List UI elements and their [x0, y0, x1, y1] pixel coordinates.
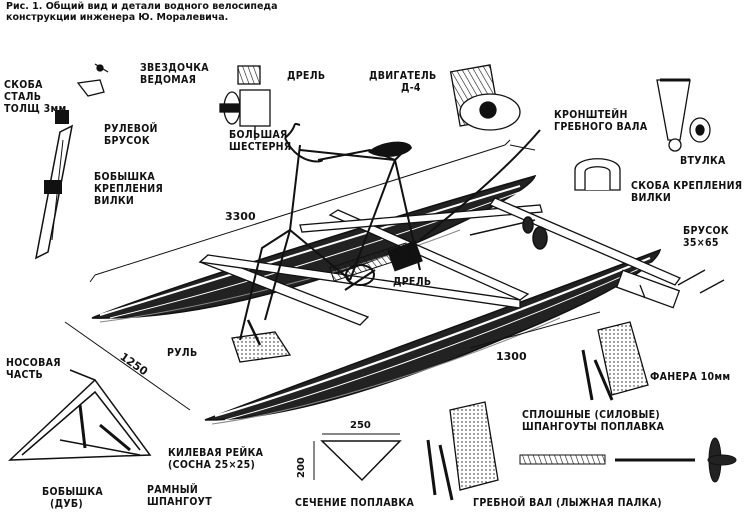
label-driven-sprocket: ЗВЕЗДОЧКА ВЕДОМАЯ	[140, 62, 209, 86]
propeller-shaft-part	[519, 437, 737, 483]
dimension-section-height: 200	[296, 457, 307, 478]
label-oak-boss: БОБЫШКА (ДУБ)	[42, 486, 103, 510]
label-line: БОБЫШКА	[42, 486, 104, 498]
label-line: ДВИГАТЕЛЬ	[369, 70, 437, 82]
dimension-lines	[64, 139, 601, 411]
dimension-section-width: 250	[350, 420, 371, 431]
label-line: СПЛОШНЫЕ (СИЛОВЫЕ)	[522, 409, 661, 421]
label-steering-bar: РУЛЕВОЙ БРУСОК	[104, 123, 158, 147]
label-line: ШПАНГОУТ	[147, 496, 212, 508]
label-line: ТОЛЩ 3мм	[4, 103, 67, 115]
label-line: СКОБА	[4, 79, 43, 91]
label-line: ВИЛКИ	[631, 192, 672, 204]
label-frame-rib: РАМНЫЙ ШПАНГОУТ	[147, 484, 212, 508]
front-pontoon	[204, 248, 662, 425]
rear-propeller	[469, 216, 548, 250]
label-drill-top: ДРЕЛЬ	[287, 70, 326, 82]
label-line: БРУСОК	[104, 135, 150, 147]
label-line: КИЛЕВАЯ РЕЙКА	[168, 447, 264, 459]
label-solid-frames: СПЛОШНЫЕ (СИЛОВЫЕ) ШПАНГОУТЫ ПОПЛАВКА	[522, 409, 664, 433]
steel-bracket-part	[76, 63, 109, 97]
label-line: СТАЛЬ	[4, 91, 42, 103]
bushing-part	[689, 117, 711, 143]
label-line: РАМНЫЙ	[147, 484, 199, 496]
label-line: (СОСНА 25×25)	[168, 459, 256, 471]
label-rudder: РУЛЬ	[167, 347, 198, 359]
solid-frames-part	[426, 401, 499, 501]
shaft-bracket-part	[656, 78, 691, 152]
label-line: ЗВЕЗДОЧКА	[140, 62, 209, 74]
label-line: (ДУБ)	[50, 498, 84, 510]
label-nose-part: НОСОВАЯ ЧАСТЬ	[6, 357, 61, 381]
label-bushing: ВТУЛКА	[680, 155, 726, 167]
label-shaft-bracket: КРОНШТЕЙН ГРЕБНОГО ВАЛА	[554, 109, 647, 133]
label-line: БОБЫШКА	[94, 171, 156, 183]
label-line: БРУСОК	[683, 225, 729, 237]
figure-caption: Рис. 1. Общий вид и детали водного велос…	[6, 1, 278, 23]
label-line: ВЕДОМАЯ	[140, 74, 197, 86]
label-plywood: ФАНЕРА 10мм	[650, 371, 731, 383]
label-line: НОСОВАЯ	[6, 357, 61, 369]
nose-part	[8, 369, 152, 461]
label-beam: БРУСОК 35×65	[683, 225, 729, 249]
fork-bracket-part	[574, 158, 621, 191]
label-line: ГРЕБНОГО ВАЛА	[554, 121, 648, 133]
label-line: РУЛЕВОЙ	[104, 123, 158, 135]
drill-part	[237, 65, 271, 140]
label-line: СКОБА КРЕПЛЕНИЯ	[631, 180, 743, 192]
engine-part	[449, 64, 521, 131]
label-line: 35×65	[683, 237, 719, 249]
label-line: ВИЛКИ	[94, 195, 135, 207]
label-line: ШЕСТЕРНЯ	[229, 141, 292, 153]
label-line: ШПАНГОУТЫ ПОПЛАВКА	[522, 421, 665, 433]
label-line: КРЕПЛЕНИЯ	[94, 183, 164, 195]
bicycle-seat	[368, 141, 412, 161]
screw-parts	[677, 269, 725, 294]
steering-bar-part	[34, 110, 74, 260]
label-propeller-shaft: ГРЕБНОЙ ВАЛ (ЛЫЖНАЯ ПАЛКА)	[473, 497, 662, 509]
rudder	[231, 319, 292, 363]
dimension-length: 3300	[225, 210, 256, 223]
bicycle-crank	[329, 240, 423, 282]
label-large-gear: БОЛЬШАЯ ШЕСТЕРНЯ	[229, 129, 291, 153]
label-float-section: СЕЧЕНИЕ ПОПЛАВКА	[295, 497, 415, 509]
plywood-frame-part	[581, 321, 649, 401]
float-section	[313, 433, 402, 482]
label-line: Д-4	[401, 82, 421, 94]
label-keel-rail: КИЛЕВАЯ РЕЙКА (СОСНА 25×25)	[168, 447, 263, 471]
label-drill-mid: ДРЕЛЬ	[393, 276, 432, 288]
label-fork-bracket: СКОБА КРЕПЛЕНИЯ ВИЛКИ	[631, 180, 742, 204]
dimension-spacing: 1300	[496, 350, 527, 363]
label-line: БОЛЬШАЯ	[229, 129, 288, 141]
label-line: КРОНШТЕЙН	[554, 109, 628, 121]
label-fork-boss: БОБЫШКА КРЕПЛЕНИЯ ВИЛКИ	[94, 171, 163, 207]
label-line: ЧАСТЬ	[6, 369, 44, 381]
label-engine: ДВИГАТЕЛЬ Д-4	[369, 70, 437, 94]
drive-shaft	[419, 129, 541, 241]
label-steel-bracket: СКОБА СТАЛЬ ТОЛЩ 3мм	[4, 79, 67, 115]
